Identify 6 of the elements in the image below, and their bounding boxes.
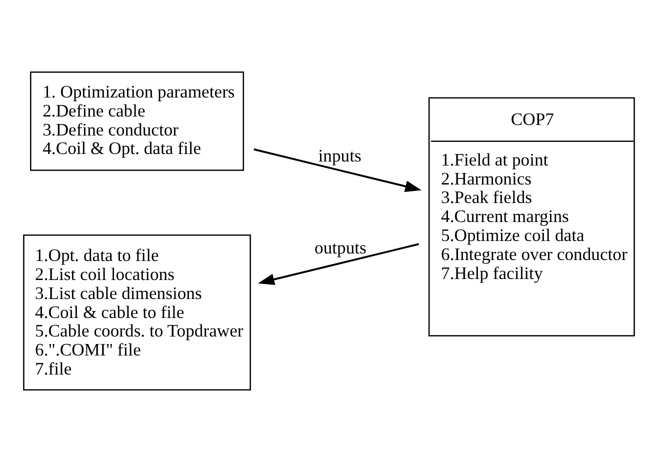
- edge-label: outputs: [314, 237, 366, 258]
- node-box: 1. Optimization parameters 2.Define cable 3.Define conductor 4.Coil & Opt. data file: [30, 70, 244, 170]
- arrow: [258, 242, 420, 284]
- arrow: [254, 148, 422, 192]
- node-box: 1.Opt. data to file 2.List coil locations 3.List cable dimensions 4.Coil & cable to file 5.Cable coords. to Topdrawer 6.".COMI" file 7.file: [23, 234, 251, 390]
- edge-label: inputs: [318, 145, 362, 166]
